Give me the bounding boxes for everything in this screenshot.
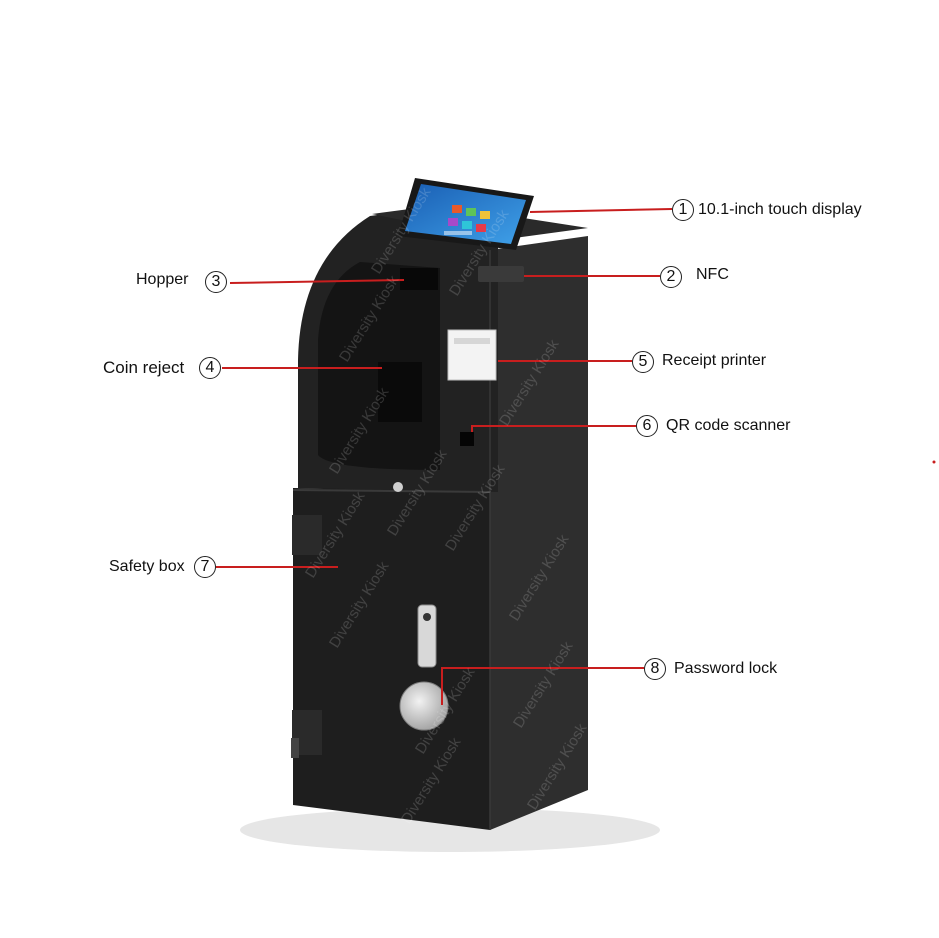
callout-number-8: 8: [644, 658, 666, 680]
callout-label-qr-scanner: QR code scanner: [666, 417, 791, 434]
safety-box-handle: [417, 604, 437, 668]
qr-scanner-window: [460, 432, 474, 446]
leader-lines: [216, 208, 673, 705]
upper-keyhole: [393, 482, 403, 492]
leader-line-1: [529, 208, 673, 213]
callout-label-password-lock: Password lock: [674, 660, 778, 677]
touch-display-screen: [405, 184, 526, 244]
callout-number-6: 6: [636, 415, 658, 437]
receipt-printer-face: [447, 329, 497, 381]
safety-box-front: [293, 488, 490, 830]
hopper-slot: [400, 268, 438, 290]
callout-label-safety-box: Safety box: [109, 558, 185, 575]
callout-number-7: 7: [194, 556, 216, 578]
coin-reject-slot: [378, 362, 422, 422]
nfc-reader: [478, 266, 524, 282]
cabinet-side-panel: [490, 236, 588, 830]
floor-shadow: [240, 808, 660, 852]
leader-line-8: [441, 667, 644, 705]
callout-label-nfc: NFC: [696, 266, 729, 283]
cabinet-divider: [292, 489, 491, 493]
callout-label-touch-display: 10.1-inch touch display: [698, 201, 862, 218]
callout-number-1: 1: [672, 199, 694, 221]
leader-line-6: [471, 425, 636, 432]
leader-line-3: [229, 279, 405, 284]
callout-label-receipt-printer: Receipt printer: [662, 352, 767, 369]
callout-label-coin-reject: Coin reject: [103, 358, 185, 377]
password-lock-dial: [399, 681, 449, 731]
callout-label-hopper: Hopper: [136, 271, 189, 288]
callout-number-2: 2: [660, 266, 682, 288]
callout-number-5: 5: [632, 351, 654, 373]
callout-number-3: 3: [205, 271, 227, 293]
callout-number-4: 4: [199, 357, 221, 379]
